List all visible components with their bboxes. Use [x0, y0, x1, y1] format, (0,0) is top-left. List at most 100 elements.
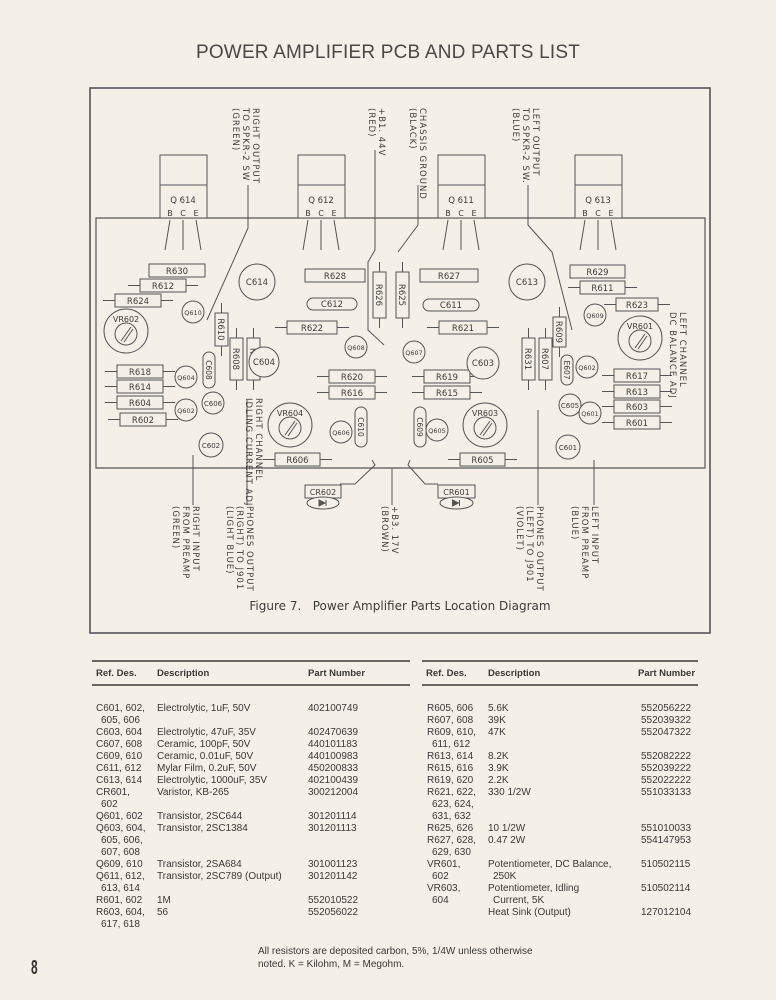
cell-ref: C607, 608	[96, 739, 142, 751]
capacitor-c613: C613	[508, 263, 546, 301]
wire-label-line: +B3. 17V	[389, 506, 399, 554]
cell-line: Current, 5K	[493, 895, 545, 906]
wire-label-right-output: RIGHT OUTPUTTO SPKR-2 SW(GREEN)	[230, 107, 260, 184]
component-label: R609	[553, 321, 563, 343]
wire-label-line: RIGHT INPUT	[190, 506, 200, 572]
cell-part-number: 552039322	[641, 715, 692, 726]
component-label: R617	[626, 372, 648, 382]
component-label: R602	[132, 416, 154, 426]
resistor-r623: R623	[604, 297, 670, 312]
cell-line: C607, 608	[96, 739, 143, 750]
cell-ref: C609, 610	[96, 751, 142, 763]
cell-desc: 0.47 2W	[488, 835, 525, 847]
cell-part-number: 450200833	[308, 763, 359, 774]
figure-frame	[89, 87, 711, 634]
component-label: Q610	[184, 309, 202, 317]
cell-line: 2.2K	[488, 775, 509, 786]
component-label: Q609	[586, 312, 604, 320]
cell-desc: Transistor, 2SC644	[157, 811, 242, 823]
cell-part-number: 552047322	[641, 727, 692, 738]
cell-ref: Q609, 610	[96, 859, 143, 871]
component-label: C614	[246, 278, 268, 288]
cell-ref: Q601, 602	[96, 811, 143, 823]
cell-part-number: 552022222	[641, 775, 692, 786]
cell-ref: VR603,604	[427, 883, 460, 907]
wire-label-line: FROM PREAMP	[579, 506, 589, 579]
resistor-r607: R607	[538, 328, 553, 390]
page-number: 8	[31, 957, 38, 979]
transistor-q606: Q606	[329, 420, 353, 444]
component-label: C602	[202, 442, 220, 450]
resistor-r622: R622	[275, 320, 349, 335]
cell-line: Transistor, 2SA684	[157, 859, 242, 870]
cell-line: Q601, 602	[96, 811, 143, 822]
cell-line: C601, 602,	[96, 703, 145, 714]
cell-line: 330 1/2W	[488, 787, 531, 798]
component-label: Q 614	[170, 196, 196, 206]
cell-ref: C603, 604	[96, 727, 142, 739]
cell-line: 613, 614	[101, 883, 140, 894]
component-label: R607	[539, 348, 549, 370]
resistor-r610: R610	[214, 303, 229, 356]
cell-desc: 5.6K	[488, 703, 509, 715]
capacitor-c614: C614	[238, 263, 276, 301]
resistor-r626: R626	[372, 262, 387, 328]
transistor-q605: Q605	[425, 418, 449, 442]
cell-line: Electrolytic, 1000uF, 35V	[157, 775, 268, 786]
potentiometer-vr603: VR603	[462, 402, 508, 448]
cell-line: C609, 610	[96, 751, 143, 762]
cell-line: 629, 630	[432, 847, 471, 858]
component-label: R626	[373, 284, 383, 306]
cell-line: Q603, 604,	[96, 823, 146, 834]
wire-label-idling: RIGHT CHANNELIDLING CURRENT ADJ	[243, 398, 263, 506]
cell-line: R603, 604,	[96, 907, 145, 918]
resistor-r614: R614	[105, 379, 175, 394]
table-row: Heat Sink (Output)127012104	[422, 907, 698, 919]
cell-line: R609, 610,	[427, 727, 476, 738]
capacitor-c601: C601	[555, 434, 581, 460]
cell-part-number: 402470639	[308, 727, 359, 738]
component-label: C613	[516, 278, 538, 288]
cell-line: 611, 612	[432, 739, 471, 750]
cell-line: Transistor, 2SC644	[157, 811, 243, 822]
component-label: Q602	[578, 364, 596, 372]
cell-ref: CR601,602	[96, 787, 130, 811]
pin-label: E	[331, 209, 336, 218]
wire-label-line: FROM PREAMP	[180, 506, 190, 579]
cell-ref: R605, 606	[427, 703, 473, 715]
component-label: R616	[341, 389, 363, 399]
component-label: R631	[522, 348, 532, 370]
cell-line: 623, 624,	[432, 799, 474, 810]
component-label: Q 613	[585, 196, 611, 206]
cell-desc: 47K	[488, 727, 506, 739]
capacitor-c603: C603	[466, 346, 500, 380]
wire-label-line: IDLING CURRENT ADJ	[243, 398, 253, 506]
cell-desc: Electrolytic, 1000uF, 35V	[157, 775, 267, 787]
cell-part-number: 551010033	[641, 823, 692, 834]
component-label: Q607	[405, 349, 423, 357]
cell-line: Potentiometer, Idling	[488, 883, 580, 894]
wire-label-line: (GREEN)	[230, 108, 240, 151]
resistor-r603: R603	[602, 399, 672, 414]
pin-label: C	[318, 209, 324, 218]
cell-line: C603, 604	[96, 727, 143, 738]
cell-part-number: 301201142	[308, 871, 358, 882]
cell-desc: Transistor, 2SA684	[157, 859, 242, 871]
resistor-r604: R604	[105, 395, 175, 410]
component-label: Q604	[177, 374, 195, 382]
cell-desc: 10 1/2W	[488, 823, 525, 835]
cell-line: 605, 606,	[101, 835, 143, 846]
resistor-r625: R625	[395, 262, 410, 328]
capacitor-c609: C609	[413, 406, 427, 448]
cell-line: 0.47 2W	[488, 835, 526, 846]
transistor-q609: Q609	[583, 303, 607, 327]
cell-part-number: 127012104	[641, 907, 692, 918]
component-label: C611	[440, 301, 462, 311]
